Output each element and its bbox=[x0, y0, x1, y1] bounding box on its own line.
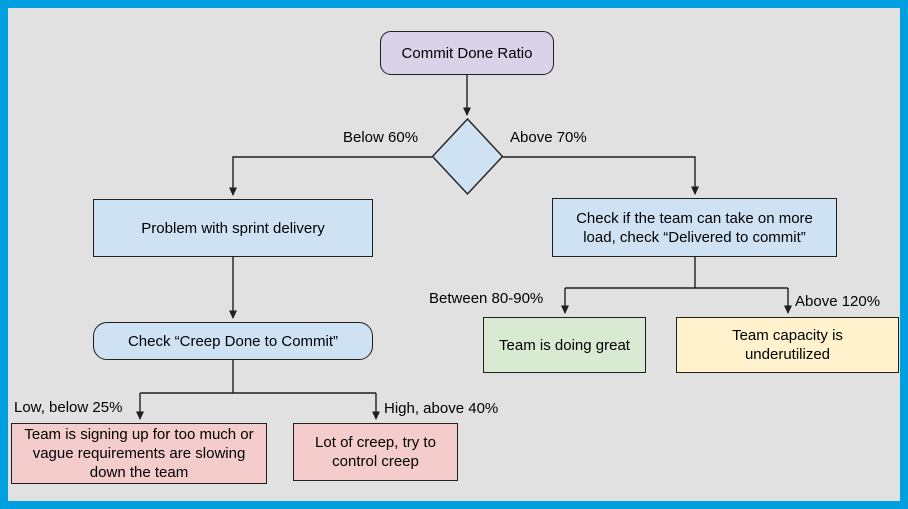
node-capacity-underutilized: Team capacity is underutilized bbox=[676, 317, 899, 373]
edge-label-high-above-40: High, above 40% bbox=[384, 400, 499, 417]
node-label: Team capacity is underutilized bbox=[732, 327, 843, 363]
node-label: Team is doing great bbox=[499, 336, 630, 354]
edge-label-above-70: Above 70% bbox=[510, 129, 587, 146]
node-check-take-more-load: Check if the team can take on more load,… bbox=[552, 198, 837, 257]
edge-label-low-below-25: Low, below 25% bbox=[14, 399, 123, 416]
node-signing-up-too-much: Team is signing up for too much or vague… bbox=[11, 423, 267, 484]
node-team-doing-great: Team is doing great bbox=[483, 317, 646, 373]
edge-label-below-60: Below 60% bbox=[343, 129, 419, 146]
node-label: Lot of creep, try to control creep bbox=[315, 434, 436, 470]
node-label: Check if the team can take on more load,… bbox=[576, 209, 813, 246]
node-check-creep-done-to-commit: Check “Creep Done to Commit” bbox=[93, 322, 373, 360]
node-commit-done-ratio: Commit Done Ratio bbox=[380, 31, 554, 75]
node-lot-of-creep: Lot of creep, try to control creep bbox=[293, 423, 458, 481]
node-label: Team is signing up for too much or vague… bbox=[24, 426, 254, 481]
edge-label-above-120: Above 120% bbox=[795, 293, 881, 310]
edge-label-between-80-90: Between 80-90% bbox=[429, 290, 544, 307]
node-label: Commit Done Ratio bbox=[401, 44, 533, 62]
node-label: Check “Creep Done to Commit” bbox=[127, 332, 339, 350]
node-label: Problem with sprint delivery bbox=[141, 219, 325, 237]
node-problem-sprint-delivery: Problem with sprint delivery bbox=[93, 199, 373, 257]
